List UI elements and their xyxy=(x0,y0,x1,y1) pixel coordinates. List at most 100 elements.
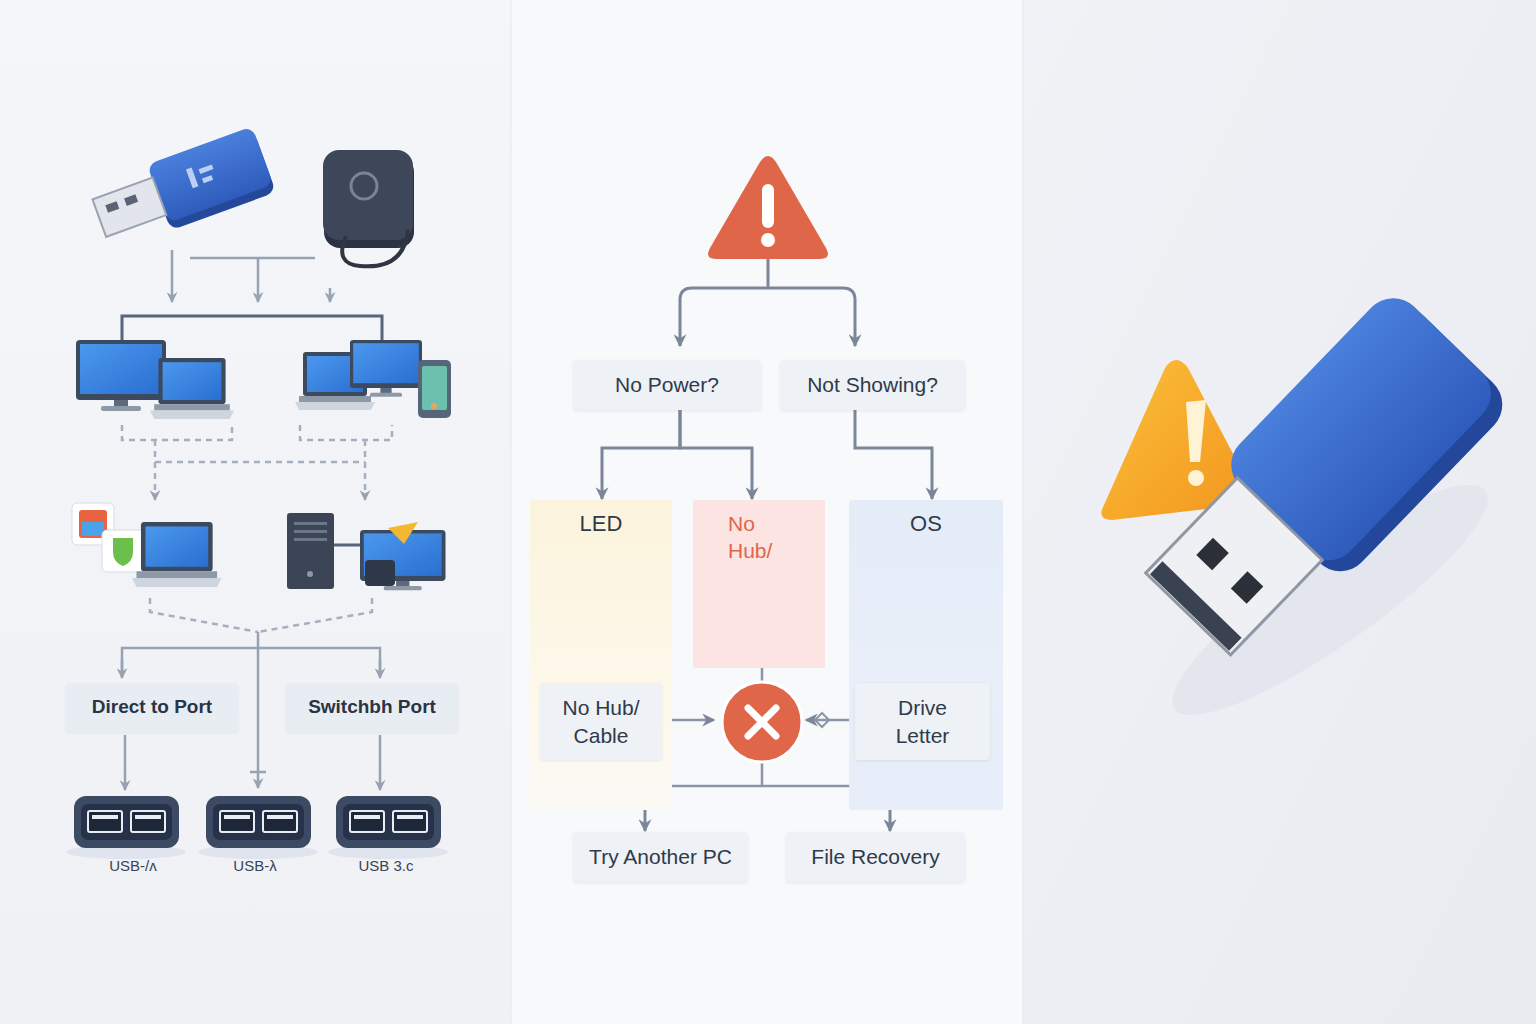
external-hard-drive xyxy=(342,230,408,266)
flow-wire xyxy=(768,288,855,346)
drive-box-icon xyxy=(365,560,395,586)
app-icon xyxy=(102,530,144,572)
tower-pc-icon xyxy=(294,522,327,525)
panel-divider xyxy=(511,0,512,1024)
connector-arrow xyxy=(602,410,680,499)
tower-pc-icon xyxy=(287,513,334,589)
flow-wire xyxy=(172,250,330,302)
warning-triangle xyxy=(1101,360,1253,520)
middle-panel xyxy=(511,0,1023,1024)
warning-triangle xyxy=(1101,360,1253,520)
connector-arrow xyxy=(889,810,892,831)
usb-flash-drive xyxy=(149,132,276,230)
node-text: No Power? xyxy=(615,371,719,398)
flow-wire xyxy=(122,648,380,676)
usb-flash-drive xyxy=(1196,538,1228,571)
usb-flash-drive xyxy=(186,167,198,188)
external-hard-drive xyxy=(324,156,414,248)
flow-wire xyxy=(257,258,260,302)
connector-arrow xyxy=(855,410,932,499)
process-box: Switchbh Port xyxy=(286,683,458,732)
process-box: Drive Letter xyxy=(855,683,990,760)
alert-tag xyxy=(388,522,418,544)
right-panel xyxy=(1023,0,1536,1024)
flow-wire xyxy=(672,719,714,722)
warning-triangle xyxy=(762,184,774,228)
flow-wire xyxy=(680,259,855,346)
flow-wire xyxy=(379,735,382,790)
flow-wire xyxy=(124,735,127,790)
category-band: OS Drive Letter xyxy=(849,500,1003,810)
bracket-line xyxy=(122,316,382,342)
node-text: Drive Letter xyxy=(885,694,960,749)
question-box: No Power? xyxy=(573,360,761,410)
laptop-icon xyxy=(150,358,234,419)
flow-wire xyxy=(171,250,174,302)
port-label: USB-/ʌ xyxy=(109,857,157,874)
flow-wire xyxy=(329,288,332,302)
usb-flash-drive xyxy=(1130,286,1515,676)
usb-port-icon xyxy=(198,796,318,859)
app-icon xyxy=(113,538,133,566)
flow-wire xyxy=(761,762,764,786)
error-circle xyxy=(722,682,802,762)
flow-wire xyxy=(806,719,850,722)
phone-icon xyxy=(422,366,447,410)
flow-wire xyxy=(379,660,382,678)
drive-box-icon xyxy=(365,560,395,586)
tower-pc-icon xyxy=(307,571,313,577)
usb-flash-drive xyxy=(202,175,213,183)
flow-wire xyxy=(257,632,260,788)
usb-flash-drive xyxy=(105,201,119,213)
flow-wire xyxy=(190,257,315,260)
warning-triangle xyxy=(1186,400,1206,462)
phone-icon xyxy=(418,360,451,418)
node-text: No Hub/ xyxy=(728,510,780,565)
tower-pc-icon xyxy=(294,530,327,533)
dashed-wire xyxy=(258,598,372,632)
usb-flash-drive xyxy=(1231,571,1263,604)
usb-port-icon xyxy=(66,796,186,859)
question-box: Not Showing? xyxy=(780,360,965,410)
flow-wire xyxy=(250,771,266,774)
usb-flash-drive xyxy=(147,126,273,223)
phone-icon xyxy=(431,403,437,409)
monitor-icon xyxy=(360,530,446,590)
dashed-wire xyxy=(122,425,392,632)
usb-flash-drive xyxy=(88,126,276,252)
flow-wire xyxy=(672,785,850,788)
external-hard-drive xyxy=(323,150,414,266)
flow-wire xyxy=(680,288,768,346)
alert-box: No Hub/ xyxy=(693,500,825,668)
warning-triangle xyxy=(761,233,775,247)
usb-flash-drive xyxy=(92,177,166,236)
external-hard-drive xyxy=(323,150,413,240)
warning-triangle xyxy=(708,156,828,259)
usb-port-icon xyxy=(328,796,448,859)
node-text: Not Showing? xyxy=(807,371,938,398)
warning-triangle xyxy=(1188,470,1204,486)
node-text: OS xyxy=(910,510,942,539)
action-box: Try Another PC xyxy=(573,832,748,882)
node-text: Switchbh Port xyxy=(308,695,436,720)
dashed-wire xyxy=(155,461,365,464)
panel-divider xyxy=(1023,0,1024,1024)
port-label: USB-λ xyxy=(233,857,276,874)
connector-arrow xyxy=(680,410,752,499)
dashed-wire xyxy=(364,440,367,500)
monitor-icon xyxy=(76,340,166,411)
usb-flash-drive xyxy=(199,164,214,173)
diamond-mark xyxy=(815,713,829,727)
link-wire xyxy=(334,544,360,547)
usb-flash-drive xyxy=(1219,286,1503,573)
process-box: Direct to Port xyxy=(66,683,238,732)
dashed-wire xyxy=(154,440,157,500)
external-hard-drive xyxy=(351,173,377,199)
port-label: USB 3.c xyxy=(358,857,413,874)
error-circle xyxy=(748,708,776,736)
connector-arrow xyxy=(644,810,647,831)
usb-flash-drive xyxy=(1229,295,1515,583)
phone-icon xyxy=(418,360,451,418)
app-icon xyxy=(82,522,104,536)
